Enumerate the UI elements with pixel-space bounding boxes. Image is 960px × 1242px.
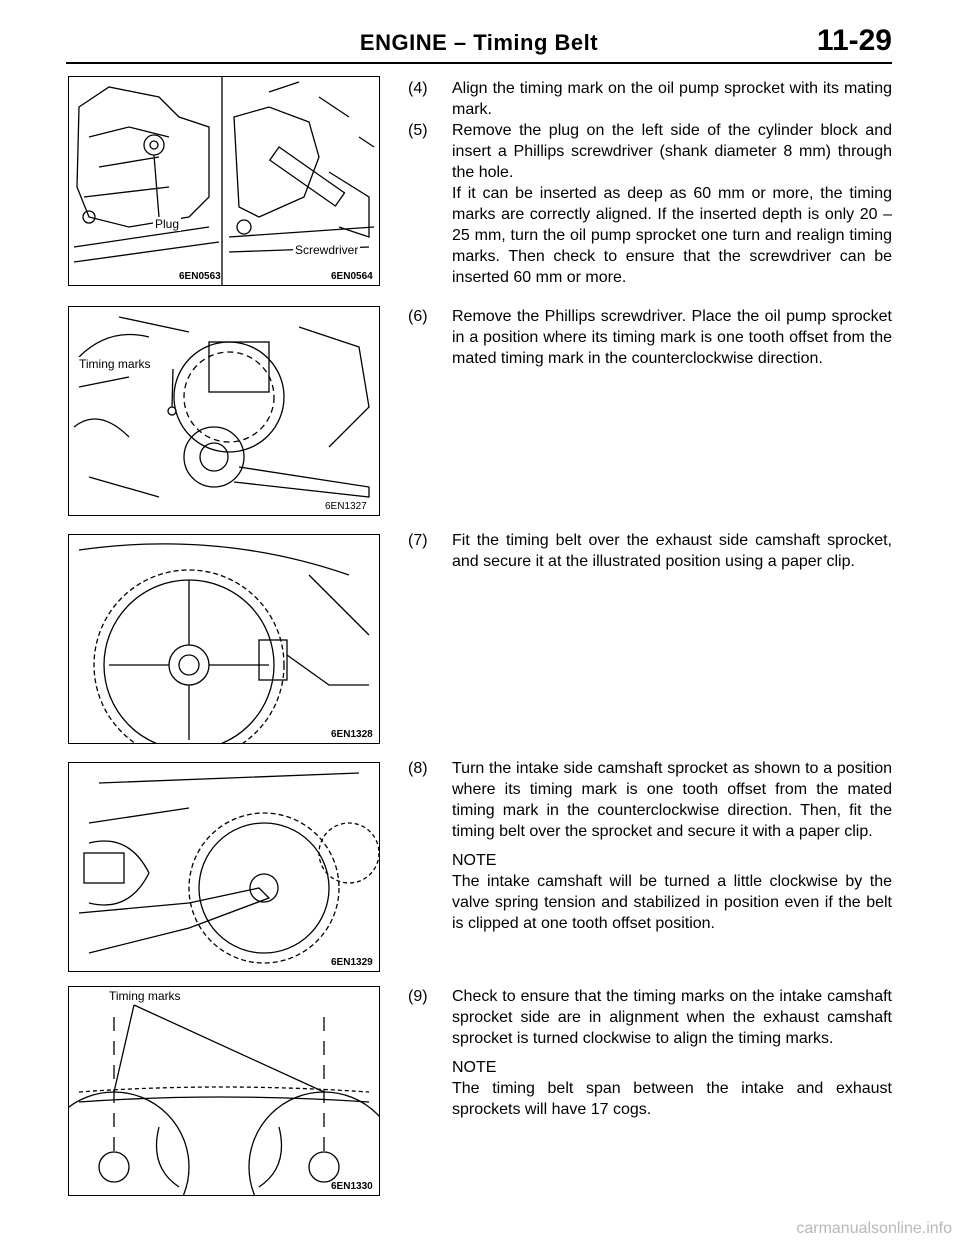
note-title: NOTE — [452, 1059, 497, 1076]
watermark: carmanualsonline.info — [796, 1220, 952, 1237]
note: NOTE The intake camshaft will be turned … — [452, 850, 892, 934]
oil-pump-sprocket-illustration — [73, 316, 370, 498]
note-title: NOTE — [452, 852, 497, 869]
step-number: (8) — [408, 760, 428, 777]
figure-code: 6EN1330 — [331, 1181, 373, 1192]
figure-oil-pump-sprocket: Timing marks 6EN1327 — [68, 306, 380, 516]
note-text: The timing belt span between the intake … — [452, 1080, 892, 1118]
step-number: (9) — [408, 988, 428, 1005]
figure-code: 6EN0564 — [331, 271, 373, 282]
page-number: 11-29 — [816, 24, 892, 57]
figure-code: 6EN1329 — [331, 957, 373, 968]
figure-plug-screwdriver: Plug Screwdriver 6EN0563 6EN0564 — [68, 76, 380, 286]
exhaust-sprocket-illustration — [78, 543, 370, 743]
step-block: (6) Remove the Phillips screwdriver. Pla… — [408, 306, 892, 369]
step-5: (5) Remove the plug on the left side of … — [408, 120, 892, 288]
step-9: (9) Check to ensure that the timing mark… — [408, 986, 892, 1120]
step-number: (4) — [408, 80, 428, 97]
page-header: ENGINE – Timing Belt 11-29 — [66, 22, 892, 64]
page-title: ENGINE – Timing Belt — [359, 30, 599, 55]
note-text: The intake camshaft will be turned a lit… — [452, 873, 892, 932]
screwdriver-label: Screwdriver — [293, 243, 361, 257]
step-number: (6) — [408, 308, 428, 325]
figure-timing-marks-alignment: Timing marks 6EN1330 — [68, 986, 380, 1196]
plug-label: Plug — [153, 217, 182, 231]
step-text: Turn the intake side camshaft sprocket a… — [452, 760, 892, 840]
timing-marks-label: Timing marks — [77, 357, 153, 371]
timing-marks-label: Timing marks — [107, 989, 183, 1003]
step-6: (6) Remove the Phillips screwdriver. Pla… — [408, 306, 892, 369]
step-7: (7) Fit the timing belt over the exhaust… — [408, 530, 892, 572]
engine-block-illustration — [73, 77, 375, 285]
step-number: (5) — [408, 122, 428, 139]
step-block: (4) Align the timing mark on the oil pum… — [408, 78, 892, 288]
figure-code: 6EN0563 — [179, 271, 221, 282]
figure-intake-camshaft-sprocket: 6EN1329 — [68, 762, 380, 972]
step-block: (7) Fit the timing belt over the exhaust… — [408, 530, 892, 572]
step-block: (9) Check to ensure that the timing mark… — [408, 986, 892, 1120]
step-text: Align the timing mark on the oil pump sp… — [452, 80, 892, 118]
note: NOTE The timing belt span between the in… — [452, 1057, 892, 1120]
step-text-continued: If it can be inserted as deep as 60 mm o… — [452, 185, 892, 286]
step-text: Remove the Phillips screwdriver. Place t… — [452, 308, 892, 367]
figure-exhaust-camshaft-sprocket: 6EN1328 — [68, 534, 380, 744]
timing-marks-illustration — [69, 1004, 379, 1195]
step-block: (8) Turn the intake side camshaft sprock… — [408, 758, 892, 934]
step-text: Check to ensure that the timing marks on… — [452, 988, 892, 1047]
figure-code: 6EN1328 — [331, 729, 373, 740]
intake-sprocket-illustration — [78, 772, 379, 964]
step-number: (7) — [408, 532, 428, 549]
step-text: Remove the plug on the left side of the … — [452, 122, 892, 181]
figure-code: 6EN1327 — [325, 501, 367, 512]
step-8: (8) Turn the intake side camshaft sprock… — [408, 758, 892, 934]
step-text: Fit the timing belt over the exhaust sid… — [452, 532, 892, 570]
step-4: (4) Align the timing mark on the oil pum… — [408, 78, 892, 120]
